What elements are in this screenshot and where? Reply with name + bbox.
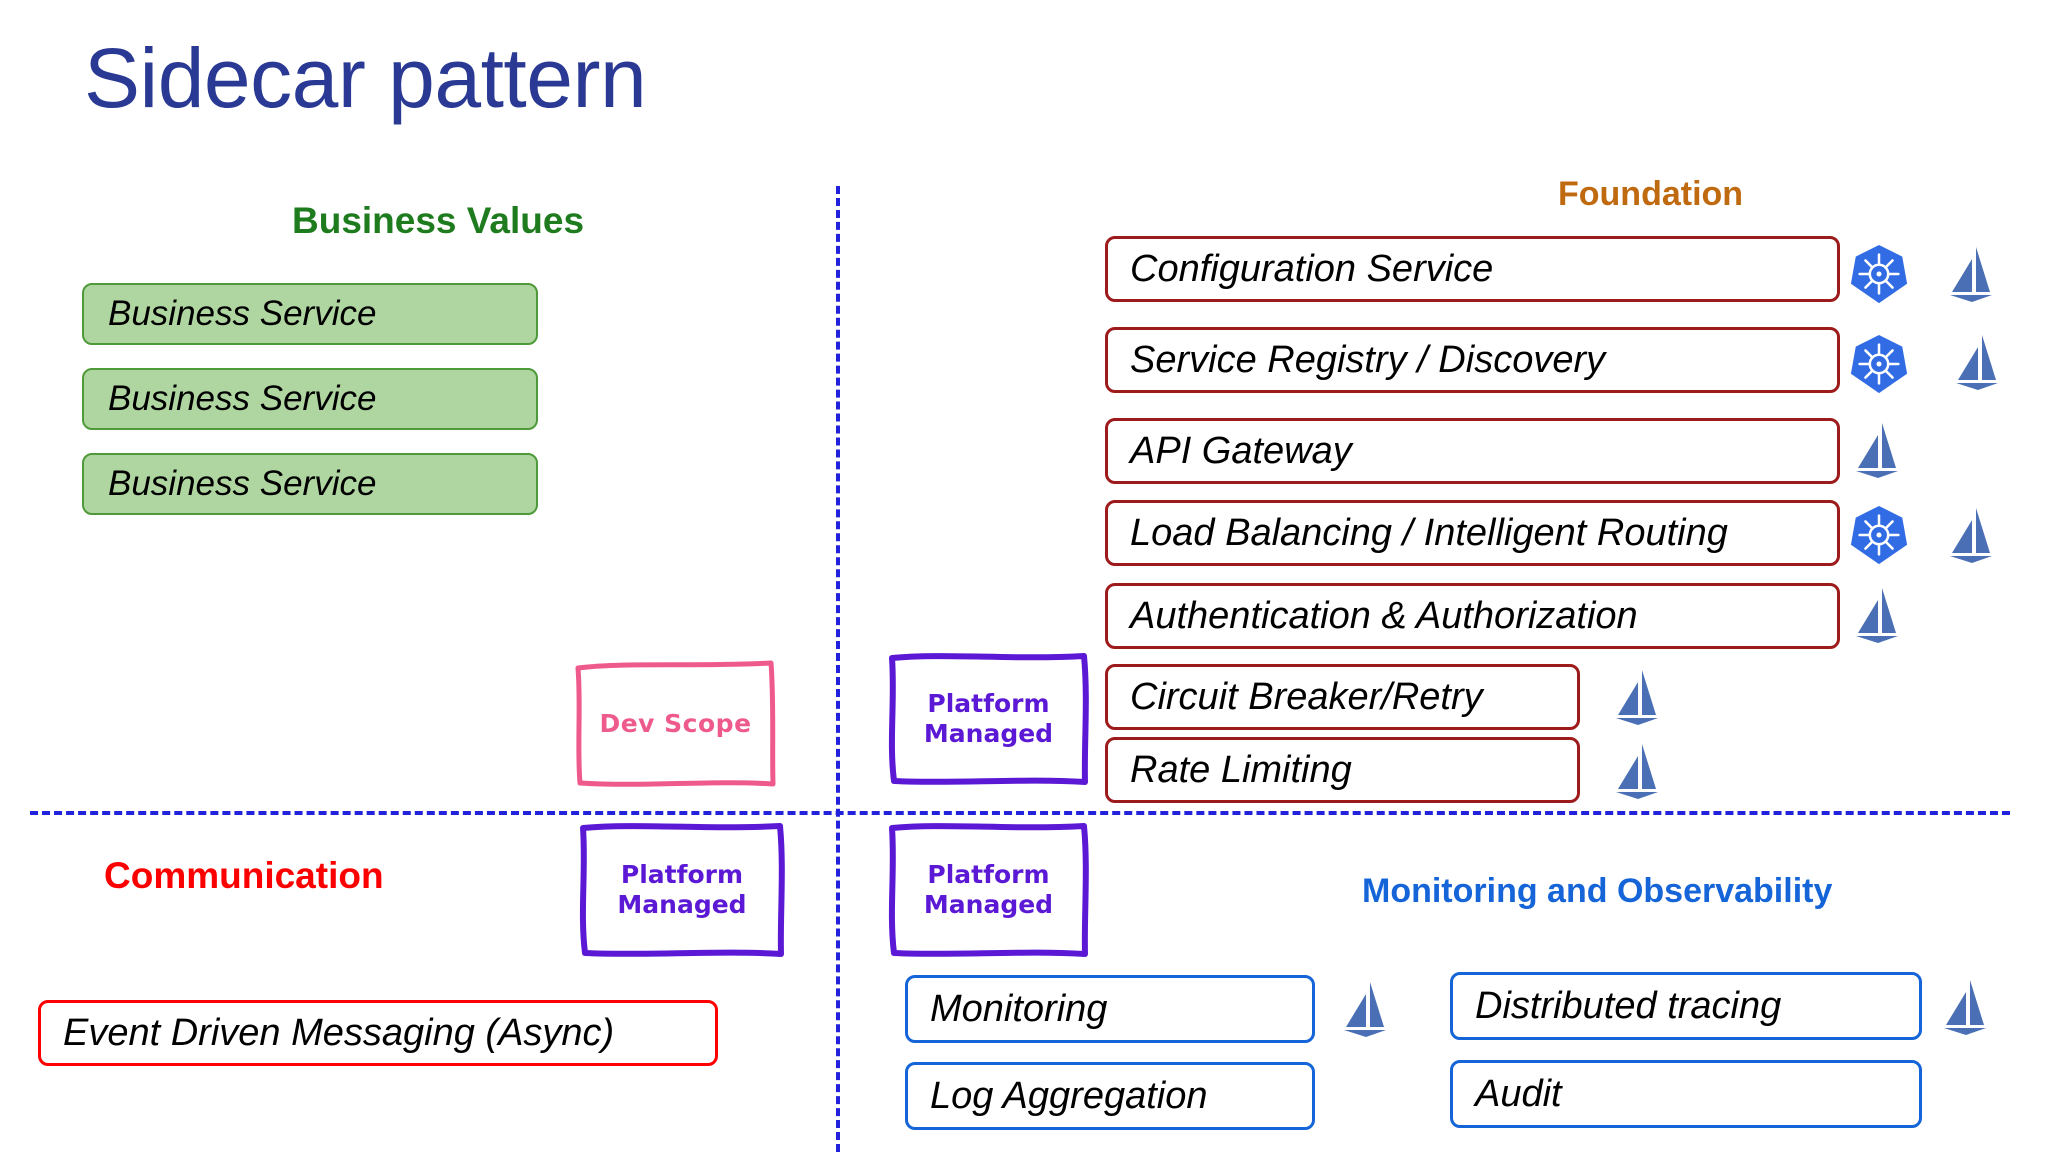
monitoring-row-label: Log Aggregation bbox=[930, 1074, 1208, 1117]
istio-icon bbox=[1952, 333, 2000, 398]
section-heading-business-values: Business Values bbox=[292, 200, 585, 241]
foundation-row-label: Configuration Service bbox=[1130, 247, 1494, 290]
istio-icon bbox=[1852, 421, 1900, 486]
kubernetes-icon bbox=[1848, 243, 1910, 310]
monitoring-row-label: Distributed tracing bbox=[1475, 984, 1782, 1027]
annotation-label: Dev Scope bbox=[599, 708, 752, 738]
kubernetes-icon bbox=[1848, 333, 1910, 400]
annotation-platform-managed-bottom-left: Platform Managed bbox=[577, 820, 787, 960]
foundation-row-service-registry-discovery[interactable]: Service Registry / Discovery bbox=[1105, 327, 1840, 393]
istio-icon bbox=[1612, 668, 1660, 733]
monitoring-row-distributed-tracing[interactable]: Distributed tracing bbox=[1450, 972, 1922, 1040]
business-service-label: Business Service bbox=[108, 379, 377, 418]
monitoring-row-label: Audit bbox=[1475, 1072, 1562, 1115]
foundation-row-rate-limiting[interactable]: Rate Limiting bbox=[1105, 737, 1580, 803]
annotation-label: Platform Managed bbox=[923, 859, 1054, 920]
istio-icon bbox=[1946, 245, 1994, 310]
section-heading-communication: Communication bbox=[104, 855, 384, 896]
annotation-label: Platform Managed bbox=[923, 688, 1054, 749]
kubernetes-icon bbox=[1848, 504, 1910, 571]
foundation-row-label: Service Registry / Discovery bbox=[1130, 338, 1606, 381]
sketch-border bbox=[888, 823, 1089, 957]
foundation-row-label: Circuit Breaker/Retry bbox=[1130, 675, 1483, 718]
vertical-dashed-divider bbox=[836, 186, 840, 1152]
business-service-box[interactable]: Business Service bbox=[82, 368, 538, 430]
istio-icon bbox=[1340, 980, 1388, 1045]
istio-icon bbox=[1612, 742, 1660, 807]
foundation-row-authentication-authorization[interactable]: Authentication & Authorization bbox=[1105, 583, 1840, 649]
sketch-border bbox=[579, 823, 785, 957]
foundation-row-configuration-service[interactable]: Configuration Service bbox=[1105, 236, 1840, 302]
istio-icon bbox=[1940, 978, 1988, 1043]
annotation-platform-managed-top-right: Platform Managed bbox=[886, 650, 1091, 788]
business-service-box[interactable]: Business Service bbox=[82, 283, 538, 345]
monitoring-row-label: Monitoring bbox=[930, 987, 1108, 1030]
monitoring-row-monitoring[interactable]: Monitoring bbox=[905, 975, 1315, 1043]
istio-icon bbox=[1852, 586, 1900, 651]
foundation-row-api-gateway[interactable]: API Gateway bbox=[1105, 418, 1840, 484]
annotation-platform-managed-bottom-right: Platform Managed bbox=[886, 820, 1091, 960]
monitoring-row-log-aggregation[interactable]: Log Aggregation bbox=[905, 1062, 1315, 1130]
section-heading-foundation: Foundation bbox=[1558, 175, 1744, 213]
foundation-row-circuit-breaker-retry[interactable]: Circuit Breaker/Retry bbox=[1105, 664, 1580, 730]
business-service-label: Business Service bbox=[108, 294, 377, 333]
communication-row-event-driven-messaging[interactable]: Event Driven Messaging (Async) bbox=[38, 1000, 718, 1066]
business-service-label: Business Service bbox=[108, 464, 377, 503]
annotation-label: Platform Managed bbox=[617, 859, 747, 920]
foundation-row-load-balancing-intelligent-routing[interactable]: Load Balancing / Intelligent Routing bbox=[1105, 500, 1840, 566]
monitoring-row-audit[interactable]: Audit bbox=[1450, 1060, 1922, 1128]
horizontal-dashed-divider bbox=[30, 811, 2010, 815]
business-service-box[interactable]: Business Service bbox=[82, 453, 538, 515]
annotation-dev-scope: Dev Scope bbox=[573, 658, 778, 790]
sketch-border bbox=[575, 660, 776, 787]
foundation-row-label: Authentication & Authorization bbox=[1130, 594, 1638, 637]
page-title: Sidecar pattern bbox=[84, 31, 647, 125]
sketch-border bbox=[888, 653, 1089, 785]
section-heading-monitoring-observability: Monitoring and Observability bbox=[1362, 872, 1833, 910]
foundation-row-label: Load Balancing / Intelligent Routing bbox=[1130, 511, 1728, 554]
istio-icon bbox=[1946, 506, 1994, 571]
communication-row-label: Event Driven Messaging (Async) bbox=[63, 1011, 615, 1054]
foundation-row-label: API Gateway bbox=[1130, 429, 1352, 472]
foundation-row-label: Rate Limiting bbox=[1130, 748, 1352, 791]
